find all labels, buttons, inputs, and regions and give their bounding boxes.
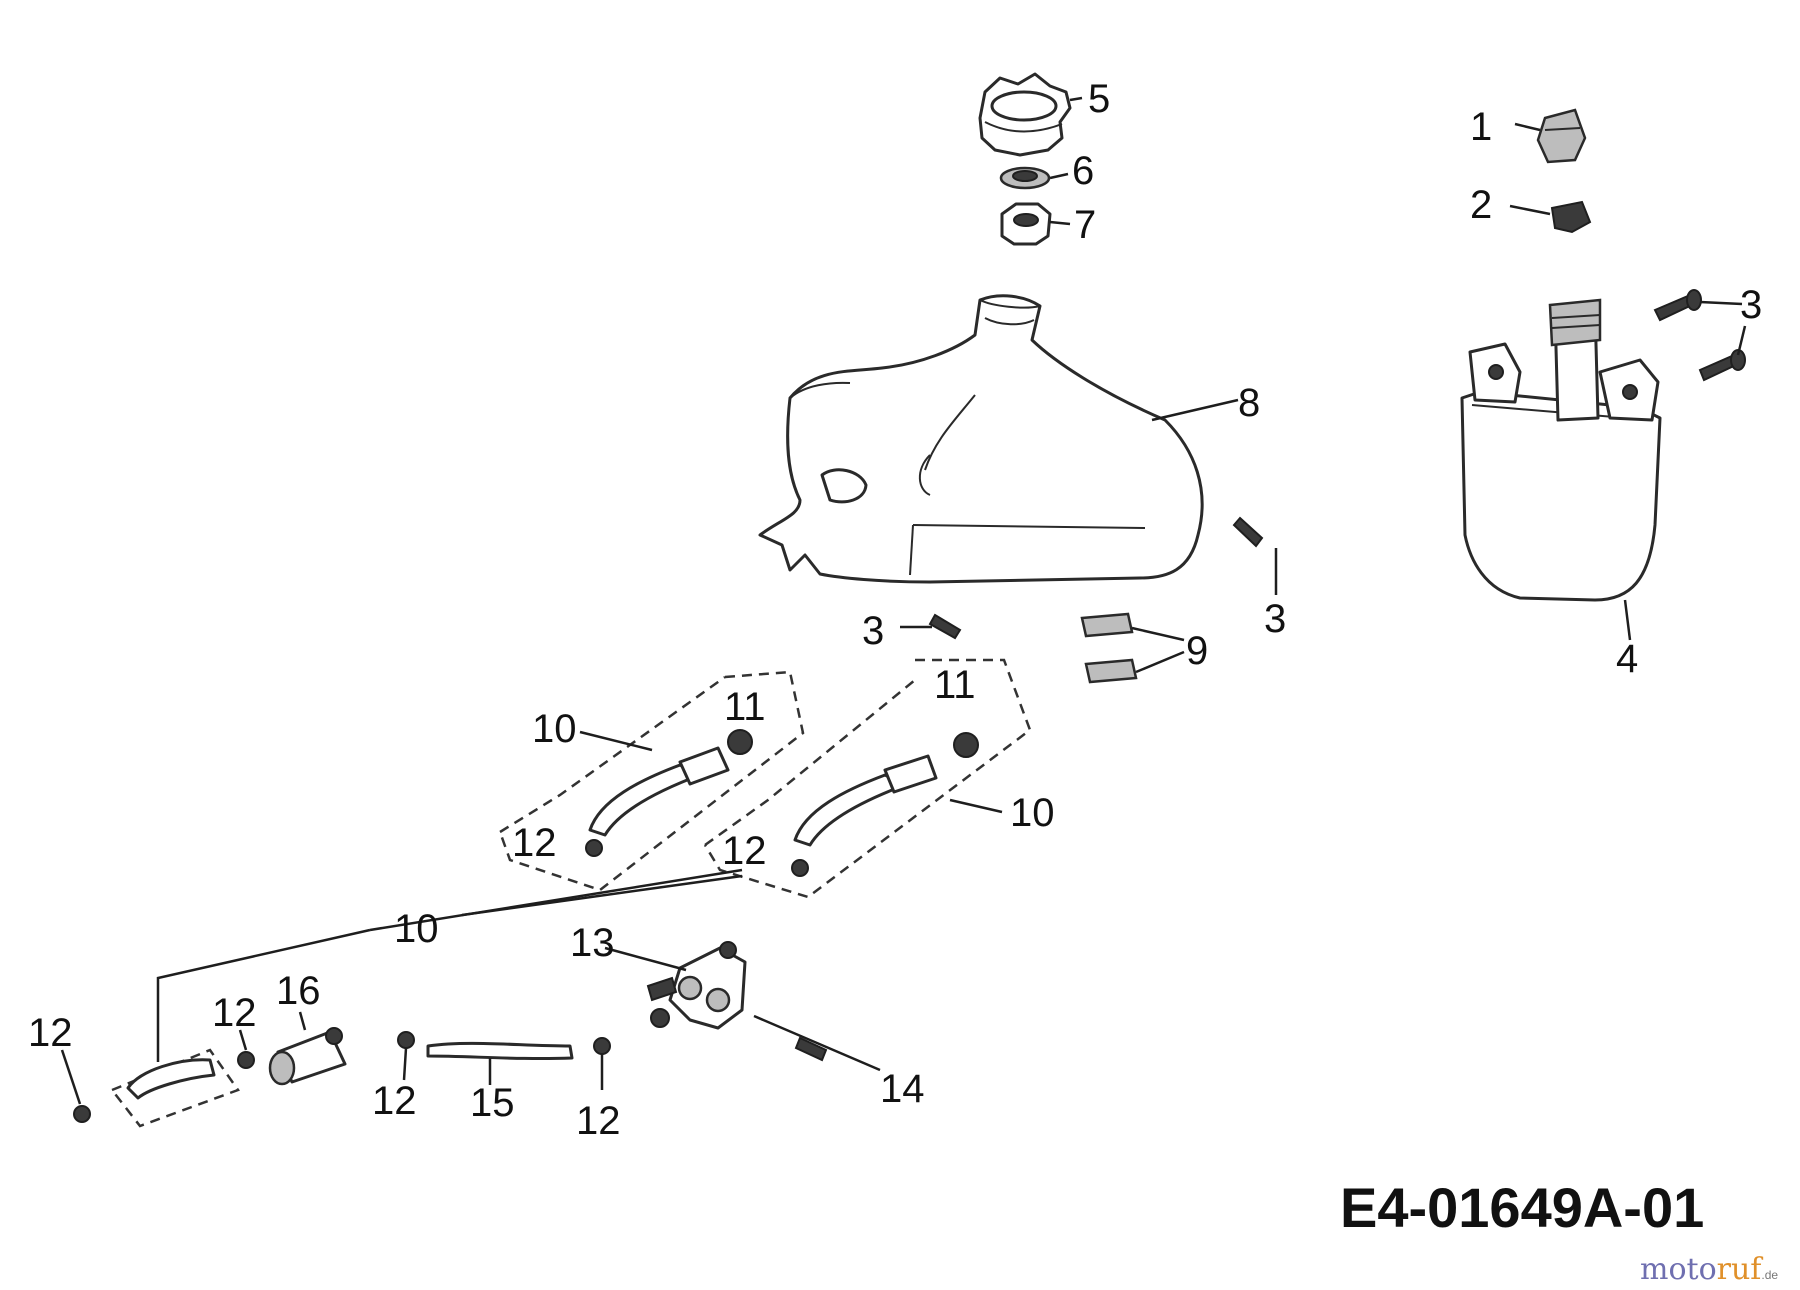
part-16-fuel-filter[interactable]	[268, 1027, 347, 1086]
part-12-clamp-far-left[interactable]	[73, 1105, 91, 1123]
callout-12-left-assembly: 12	[512, 821, 557, 865]
callout-11-right: 11	[934, 663, 976, 707]
part-3-screw-tank-bottom[interactable]	[928, 613, 962, 640]
watermark-part1: moto	[1640, 1252, 1717, 1287]
fuel-line-assembly-left[interactable]	[498, 670, 805, 892]
part-12-clamp-hose-right[interactable]	[593, 1037, 611, 1055]
callout-3-tank-right: 3	[1264, 597, 1286, 641]
part-14-valve-screw[interactable]	[794, 1036, 828, 1062]
watermark-part2: ruf	[1716, 1252, 1762, 1287]
part-1-cap[interactable]	[1536, 108, 1587, 164]
callout-12-hose-left: 12	[372, 1079, 417, 1123]
drawing-code-label: E4-01649A-01	[1340, 1176, 1705, 1239]
part-15-fuel-hose[interactable]	[426, 1041, 574, 1061]
inline-fuel-filter-housing[interactable]	[110, 1048, 240, 1128]
part-3-screw-right-lower[interactable]	[1698, 349, 1746, 382]
part-3-screw-tank-right[interactable]	[1232, 516, 1264, 548]
part-12-clamp-filter-in[interactable]	[237, 1051, 255, 1069]
part-4-tank-bracket[interactable]	[1460, 298, 1662, 602]
callout-1: 1	[1470, 105, 1492, 149]
callout-10-upper-right: 10	[1010, 791, 1055, 835]
leader-lines	[60, 96, 1747, 1105]
callout-13: 13	[570, 921, 615, 965]
callout-12-far-left: 12	[28, 1011, 73, 1055]
callout-12-hose-right: 12	[576, 1099, 621, 1143]
callout-3-bracket: 3	[1740, 283, 1762, 327]
part-5-fuel-cap[interactable]	[978, 72, 1072, 157]
callout-16: 16	[276, 969, 321, 1013]
callout-14: 14	[880, 1067, 925, 1111]
fuel-line-assembly-right[interactable]	[703, 658, 1032, 899]
brand-watermark: motoruf.de	[1640, 1252, 1778, 1287]
callout-7: 7	[1074, 203, 1096, 247]
callout-9: 9	[1186, 629, 1208, 673]
part-6-cap-gasket[interactable]	[999, 166, 1051, 190]
callout-3-tank-bottom: 3	[862, 609, 884, 653]
part-2-grommet[interactable]	[1550, 200, 1592, 234]
callout-labels: 1 2 3 3 3 4 5 6 7 8 9 10 10 10 11 11 12 …	[28, 77, 1762, 1143]
part-12-clamp-hose-left[interactable]	[397, 1031, 415, 1049]
callout-11-left: 11	[724, 685, 766, 729]
callout-4: 4	[1616, 637, 1638, 681]
callout-10-upper-left: 10	[532, 707, 577, 751]
part-13-fuel-valve[interactable]	[646, 941, 747, 1030]
watermark-suffix: .de	[1761, 1268, 1779, 1282]
part-3-screw-upper-right[interactable]	[1653, 289, 1702, 322]
callout-5: 5	[1088, 77, 1110, 121]
part-9-rubber-pad[interactable]	[1080, 612, 1138, 684]
callout-6: 6	[1072, 149, 1094, 193]
callout-15: 15	[470, 1081, 515, 1125]
callout-12-filter: 12	[212, 991, 257, 1035]
callout-2: 2	[1470, 183, 1492, 227]
callout-10-lower: 10	[394, 907, 439, 951]
callout-8: 8	[1238, 381, 1260, 425]
part-8-fuel-tank[interactable]	[758, 294, 1204, 584]
part-7-filler-nut[interactable]	[1000, 202, 1052, 246]
callout-12-right-assembly: 12	[722, 829, 767, 873]
